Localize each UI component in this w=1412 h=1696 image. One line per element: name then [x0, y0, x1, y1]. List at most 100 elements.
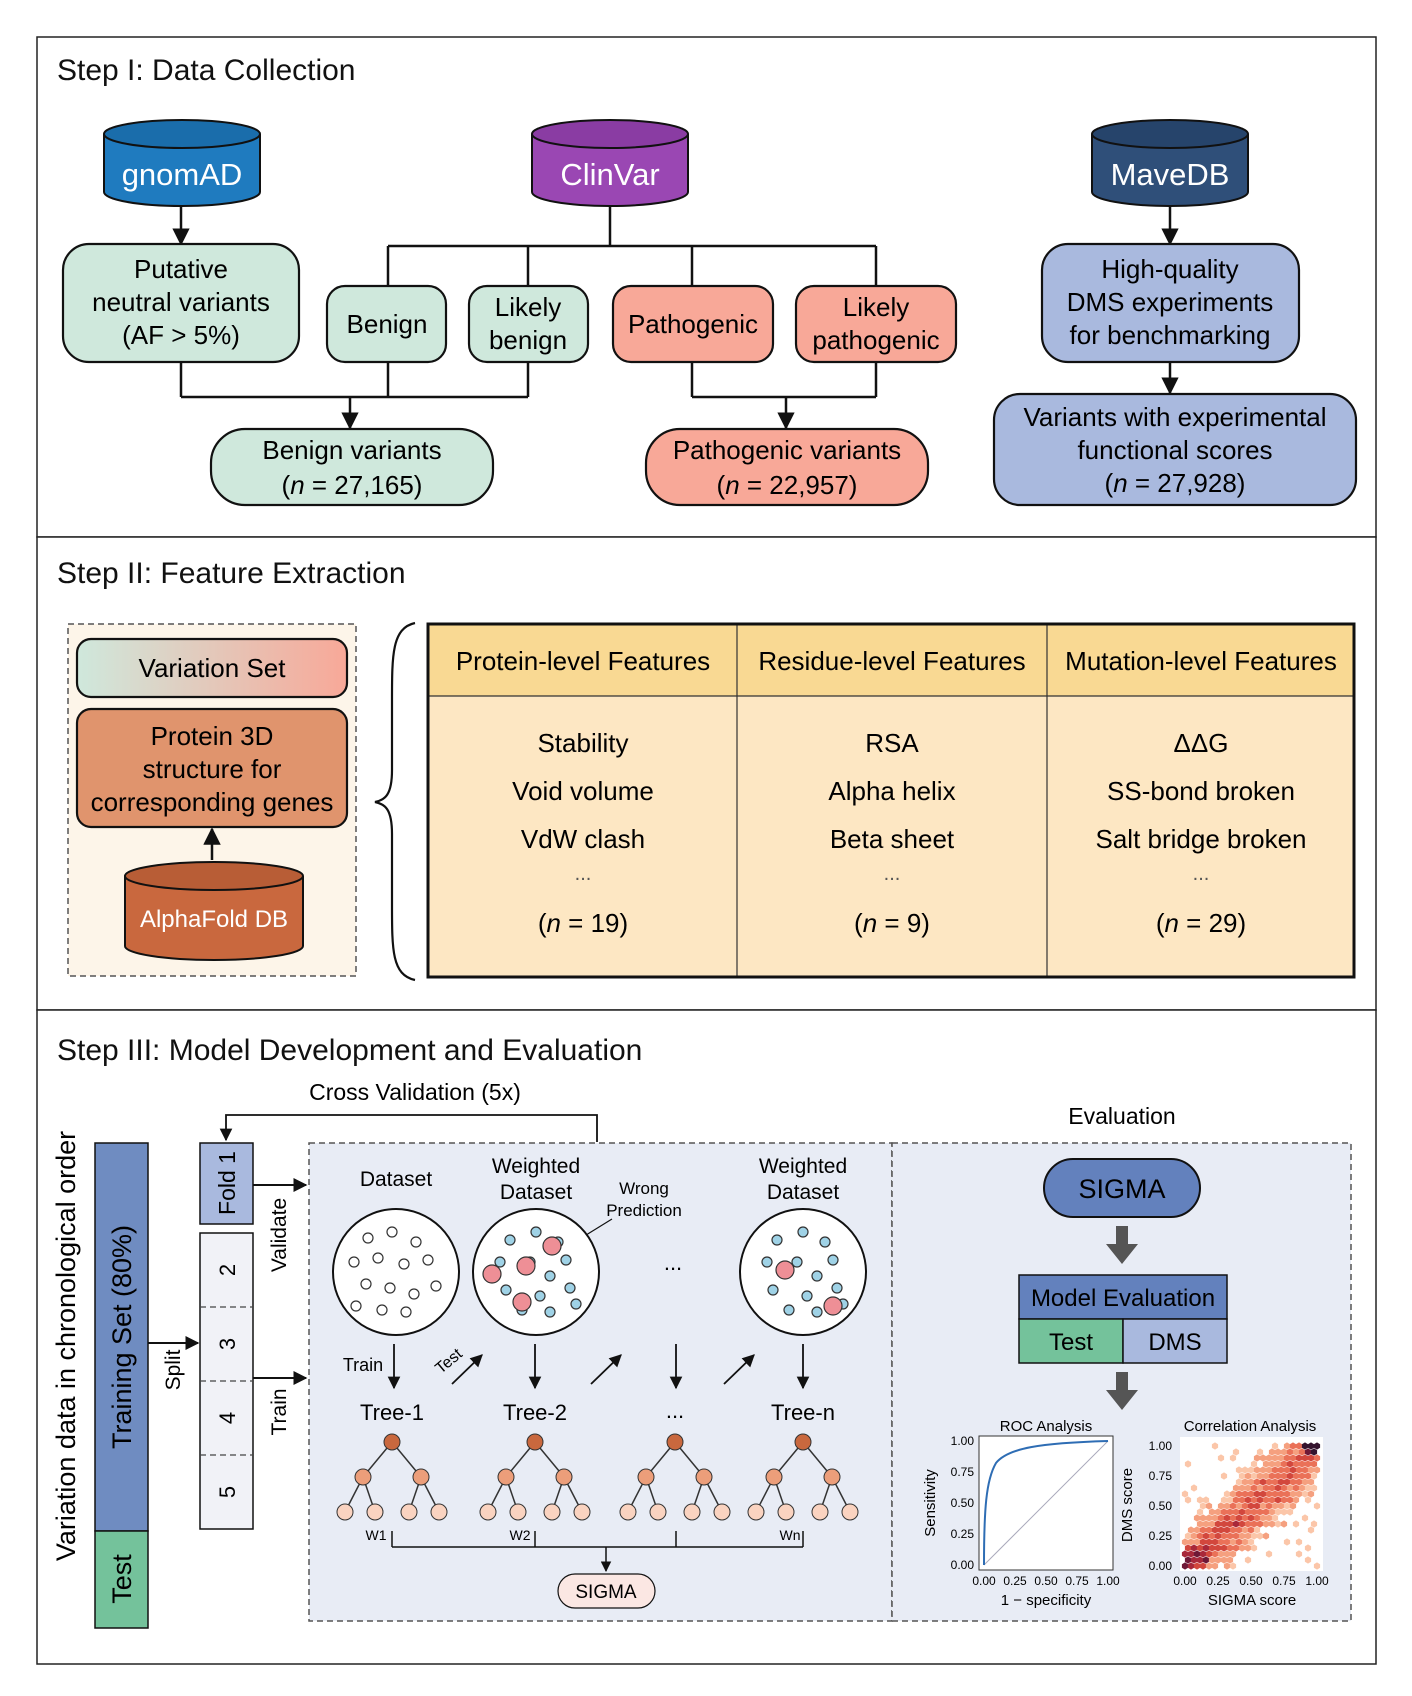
hexbin-cell	[1223, 1514, 1231, 1522]
hexbin-cell	[1268, 1496, 1276, 1504]
roc-ytick: 0.50	[951, 1496, 975, 1510]
cross-validation-label: Cross Validation (5x)	[309, 1079, 521, 1105]
protein-feature-count: (n = 19)	[538, 908, 628, 938]
weighted-dataset-label-n-2: Dataset	[767, 1181, 840, 1204]
sample-point	[494, 1256, 506, 1268]
hexbin-cell	[1280, 1520, 1288, 1528]
sample-point	[348, 1256, 360, 1268]
tree-leaf-node	[841, 1503, 859, 1521]
hexbin-cell	[1232, 1448, 1240, 1456]
hexbin-cell	[1295, 1538, 1303, 1546]
curly-brace	[374, 621, 416, 982]
hexbin-cell	[1298, 1484, 1306, 1492]
hexbin-cell	[1304, 1448, 1312, 1456]
protein-features-header: Protein-level Features	[456, 646, 710, 676]
hexbin-cell	[1190, 1556, 1198, 1564]
training-set-bar: Training Set (80%)	[94, 1142, 149, 1532]
exp-variants-line-2: functional scores	[1077, 435, 1272, 465]
hexbin-cell	[1247, 1466, 1255, 1474]
hexbin-cell	[1244, 1484, 1252, 1492]
tree-internal-node	[823, 1468, 841, 1486]
misclassified-point	[516, 1256, 536, 1276]
hexbin-cell	[1226, 1508, 1234, 1516]
tree-1-label: Tree-1	[360, 1400, 424, 1425]
hexbin-cell	[1241, 1526, 1249, 1534]
hexbin-cell	[1202, 1556, 1210, 1564]
hexbin-cell	[1301, 1454, 1309, 1462]
tree-internal-node	[695, 1468, 713, 1486]
hexbin-cell	[1274, 1520, 1282, 1528]
hq-dms-box: High-quality DMS experiments for benchma…	[1040, 242, 1301, 364]
sample-point	[534, 1290, 546, 1302]
tree-2-label: Tree-2	[503, 1400, 567, 1425]
mutation-features-header: Mutation-level Features	[1065, 646, 1337, 676]
hexbin-cell	[1211, 1514, 1219, 1522]
hexbin-cell	[1295, 1454, 1303, 1462]
sample-point	[811, 1270, 823, 1282]
hexbin-cell	[1256, 1520, 1264, 1528]
hexbin-cell	[1214, 1532, 1222, 1540]
hexbin-cell	[1292, 1472, 1300, 1480]
hexbin-cell	[1286, 1460, 1294, 1468]
hexbin-cell	[1250, 1544, 1258, 1552]
hexbin-cell	[1256, 1484, 1264, 1492]
variation-set-box: Variation Set	[75, 637, 349, 699]
fold-2-label: 2	[215, 1264, 240, 1276]
sample-point	[811, 1306, 823, 1318]
roc-ytick: 0.75	[951, 1465, 975, 1479]
hexbin-cell	[1250, 1496, 1258, 1504]
tree-leaf-node	[543, 1503, 561, 1521]
hexbin-cell	[1307, 1478, 1315, 1486]
sample-point	[408, 1288, 420, 1300]
fold-5-label: 5	[215, 1486, 240, 1498]
residue-feature-ellipsis: ...	[884, 863, 901, 885]
hexbin-cell	[1187, 1538, 1195, 1546]
sample-point	[819, 1236, 831, 1248]
corr-ytick: 1.00	[1149, 1439, 1173, 1453]
hexbin-cell	[1196, 1556, 1204, 1564]
sample-point	[530, 1226, 542, 1238]
model-evaluation-box: Model Evaluation Test DMS	[1018, 1274, 1228, 1364]
fold-4-label: 4	[215, 1412, 240, 1424]
sample-point	[783, 1304, 795, 1316]
hexbin-cell	[1232, 1508, 1240, 1516]
decision-trees	[336, 1433, 859, 1521]
hexbin-cell	[1241, 1514, 1249, 1522]
tree-arrows	[387, 1344, 810, 1390]
hexbin-cell	[1235, 1538, 1243, 1546]
sample-point	[410, 1236, 422, 1248]
hexbin-cell	[1259, 1490, 1267, 1498]
hexbin-cell	[1283, 1502, 1291, 1510]
hexbin-cell	[1280, 1448, 1288, 1456]
hexbin-cell	[1262, 1484, 1270, 1492]
sample-point	[504, 1234, 516, 1246]
hexbin-cell	[1280, 1496, 1288, 1504]
hexbin-cell	[1265, 1478, 1273, 1486]
step1-title: Step I: Data Collection	[57, 54, 356, 87]
sample-point	[398, 1258, 410, 1270]
hexbin-cell	[1220, 1508, 1228, 1516]
roc-ytick: 0.00	[951, 1558, 975, 1572]
tree-leaf-node	[811, 1503, 829, 1521]
hexbin-cell	[1256, 1532, 1264, 1540]
hexbin-cell	[1223, 1550, 1231, 1558]
misclassified-point	[775, 1260, 795, 1280]
hexbin-cell	[1244, 1544, 1252, 1552]
hexbin-cell	[1199, 1538, 1207, 1546]
hexbin-cell	[1283, 1538, 1291, 1546]
hexbin-cell	[1214, 1520, 1222, 1528]
tree-leaf-node	[430, 1503, 448, 1521]
hexbin-cell	[1289, 1502, 1297, 1510]
hexbin-cell	[1265, 1550, 1273, 1558]
hexbin-cell	[1232, 1520, 1240, 1528]
hexbin-cell	[1256, 1508, 1264, 1516]
hexbin-cell	[1208, 1520, 1216, 1528]
tree-ellipsis-label: ...	[666, 1398, 684, 1423]
corr-xtick: 0.75	[1272, 1574, 1296, 1588]
hexbin-cell	[1196, 1508, 1204, 1516]
hexbin-cell	[1211, 1562, 1219, 1570]
hexbin-cell	[1256, 1472, 1264, 1480]
hexbin-cell	[1274, 1508, 1282, 1516]
weighted-dataset-label-n-1: Weighted	[759, 1155, 847, 1178]
ensemble-connector	[391, 1531, 804, 1573]
